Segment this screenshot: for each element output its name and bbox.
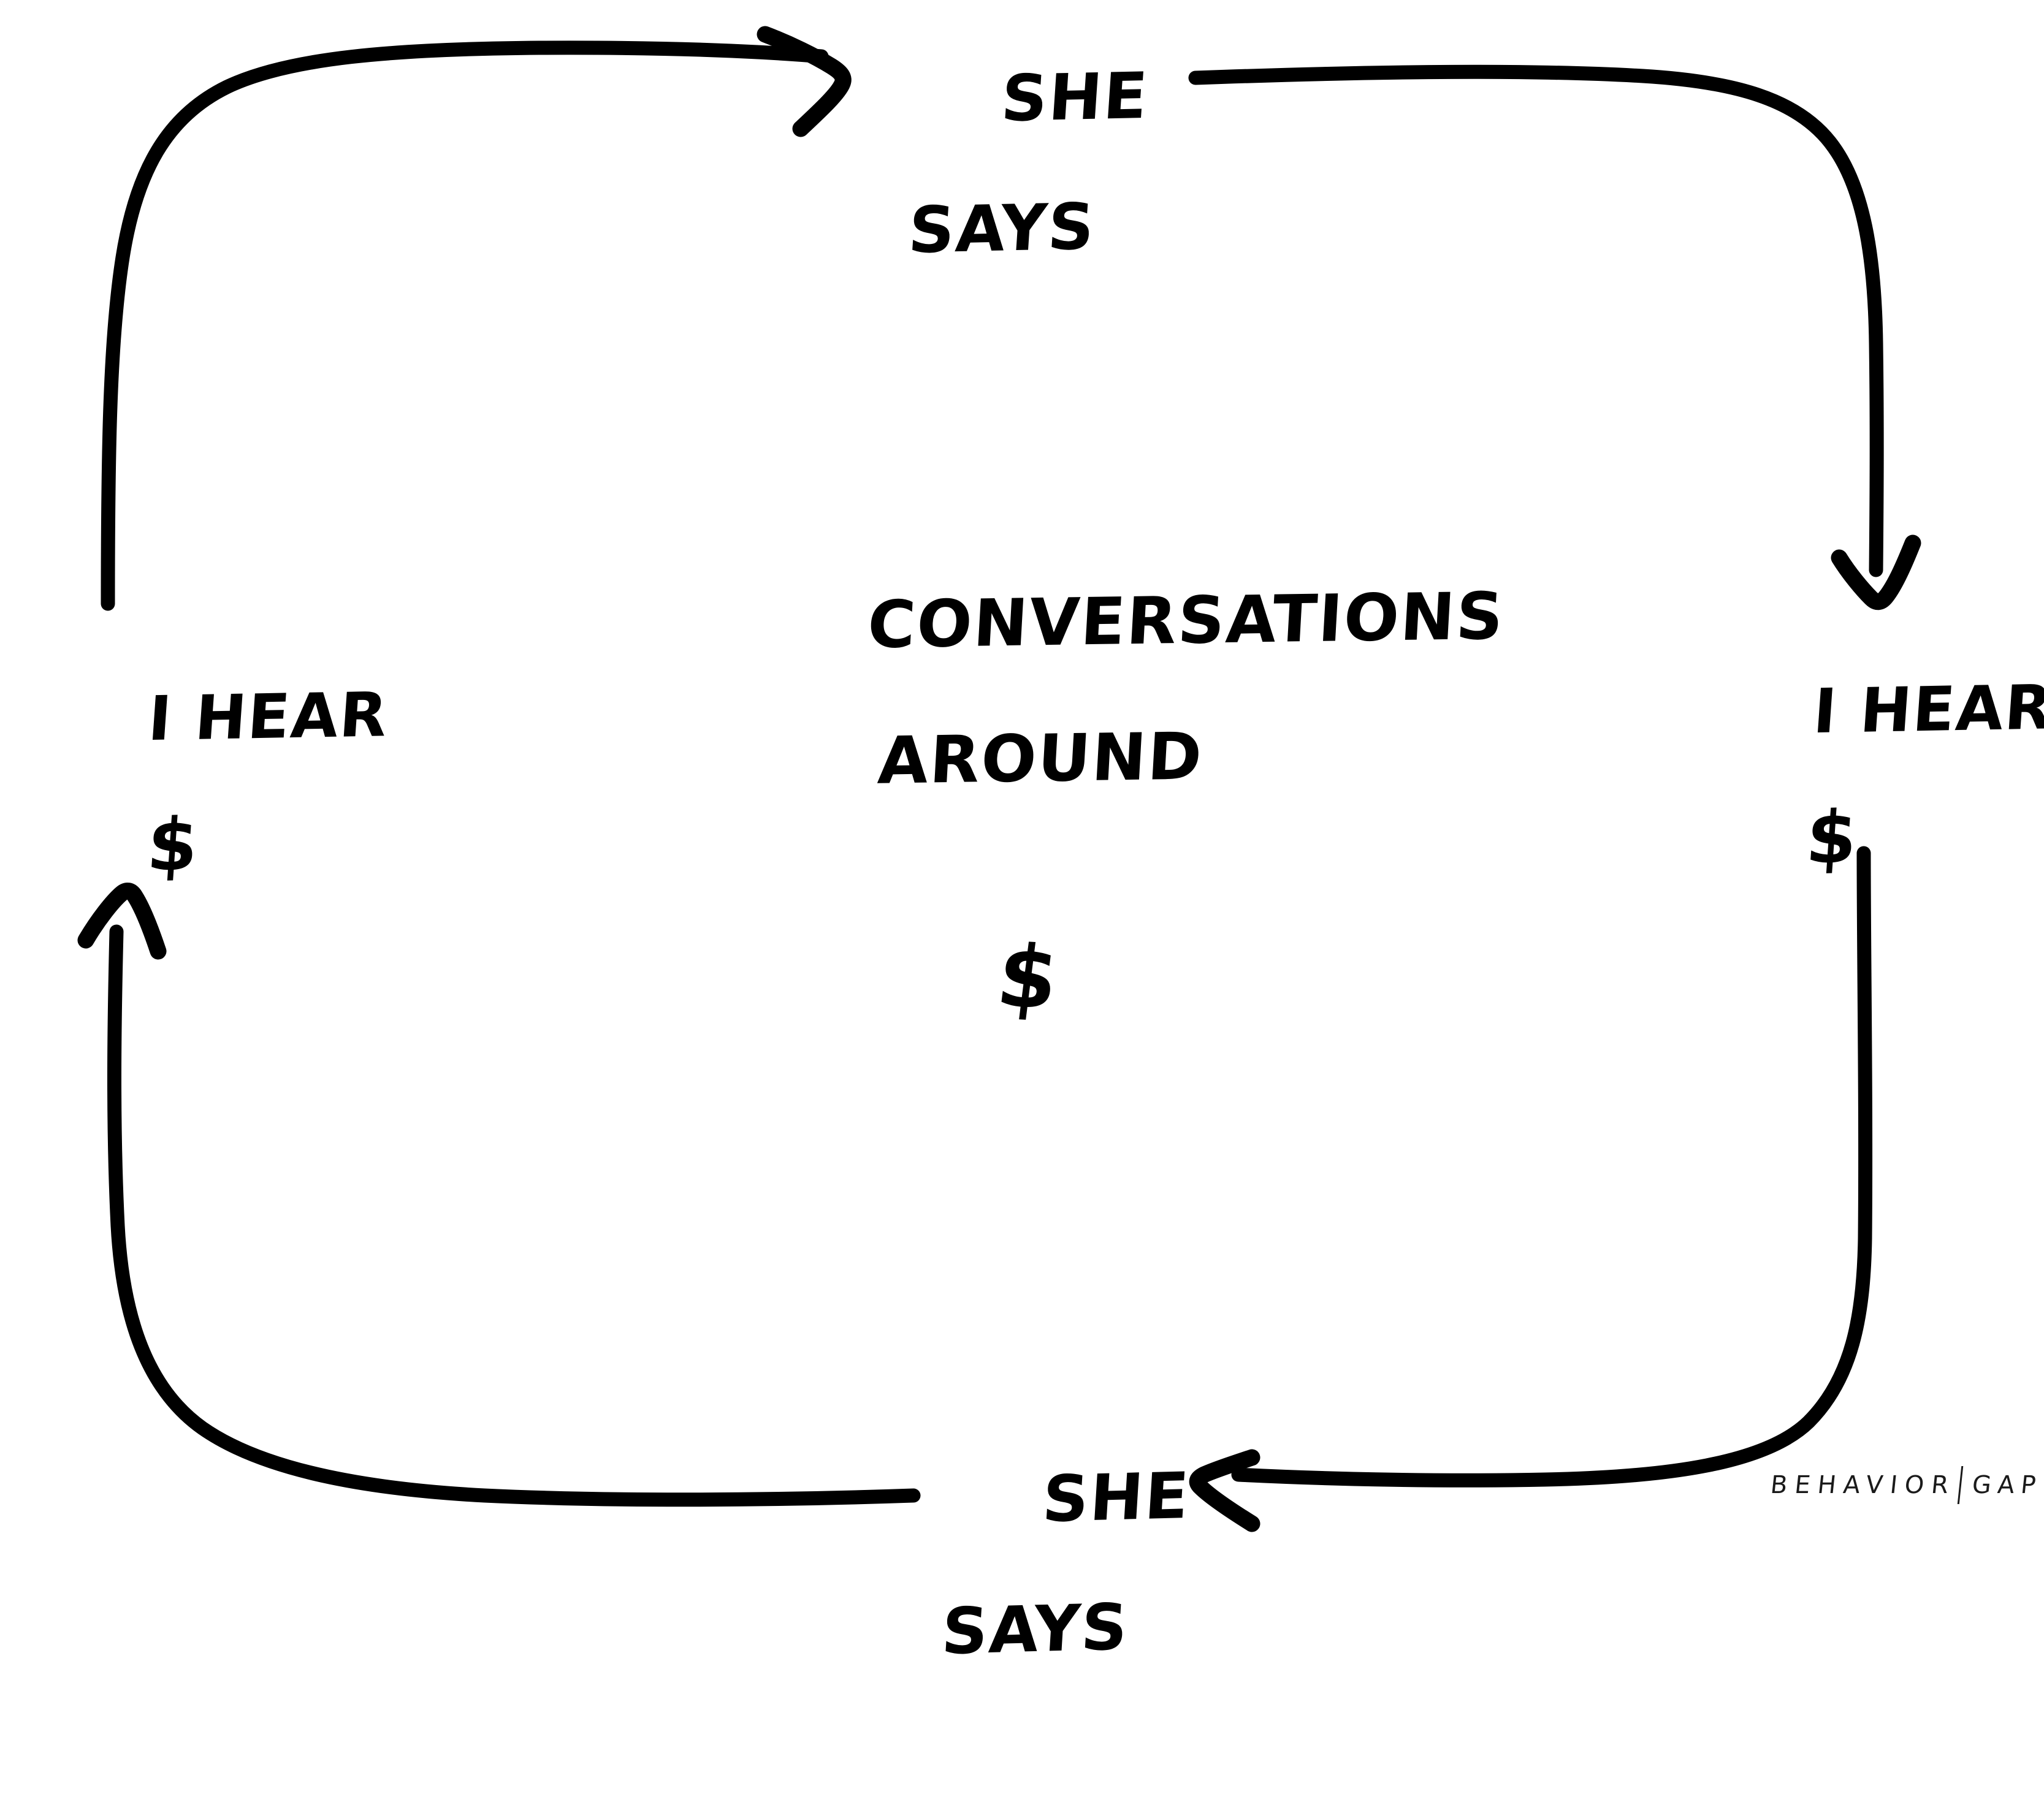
cycle-arrows-illustration bbox=[77, 26, 1921, 1532]
node-right-line1: I HEAR bbox=[1811, 671, 2044, 748]
center-dollar-symbol: $ bbox=[991, 926, 1065, 1030]
arrow-top-left-to-top bbox=[101, 26, 852, 611]
node-left-line1: I HEAR bbox=[146, 678, 391, 755]
node-label-top-she-says: SHE SAYS bbox=[888, 2, 1154, 387]
node-top-line2: SAYS bbox=[906, 189, 1098, 268]
node-label-bottom-she-says: SHE SAYS bbox=[931, 1402, 1196, 1788]
signature-brand: BEHAVIOR bbox=[1769, 1471, 1958, 1499]
center-title: CONVERSATIONS AROUND $ bbox=[742, 523, 1506, 1152]
node-bottom-line2: SAYS bbox=[939, 1589, 1131, 1669]
behavior-gap-signature: BEHAVIOR GAP bbox=[1769, 1466, 2044, 1504]
node-label-left-i-hear: I HEAR $ bbox=[38, 625, 394, 1003]
center-title-line2: AROUND bbox=[875, 718, 1205, 799]
arrow-right-to-bottom bbox=[1189, 846, 1873, 1532]
node-label-right-i-hear: I HEAR $ bbox=[1703, 617, 2044, 995]
arrow-top-to-right bbox=[1188, 64, 1921, 610]
node-right-dollar-symbol: $ bbox=[1803, 794, 1861, 881]
signature-separator-bar bbox=[1957, 1466, 1964, 1504]
diagram-canvas: SHE SAYS SHE SAYS I HEAR $ I HEAR $ CONV… bbox=[38, 2, 2044, 1669]
node-left-dollar-symbol: $ bbox=[144, 802, 202, 887]
arrow-bottom-to-left bbox=[77, 883, 921, 1507]
node-bottom-line1: SHE bbox=[1040, 1458, 1192, 1537]
center-title-line1: CONVERSATIONS bbox=[866, 578, 1507, 663]
signature-word: GAP bbox=[1970, 1471, 2044, 1499]
node-top-line1: SHE bbox=[999, 58, 1151, 136]
